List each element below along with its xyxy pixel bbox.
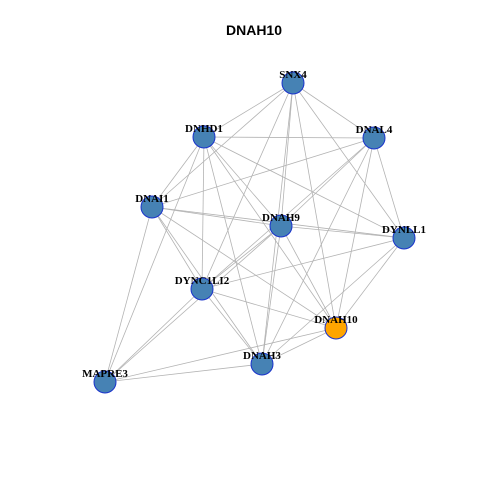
edge-dnal4-dync1li2 xyxy=(201,137,375,290)
node-dynll1[interactable]: DYNLL1 xyxy=(382,224,426,250)
node-label-snx4: SNX4 xyxy=(279,69,307,81)
edge-dnhd1-dynll1 xyxy=(203,136,405,239)
edge-dnhd1-dnah10 xyxy=(203,136,337,329)
edge-dynll1-dnah10 xyxy=(335,237,405,329)
node-circle-dnah9[interactable] xyxy=(269,214,293,238)
node-circle-dynll1[interactable] xyxy=(392,226,416,250)
edge-dnhd1-dnai1 xyxy=(151,136,205,208)
node-circle-dync1li2[interactable] xyxy=(190,277,214,301)
edge-dnhd1-dnah9 xyxy=(203,136,282,227)
edge-dnal4-dynll1 xyxy=(373,137,405,239)
node-label-mapre3: MAPRE3 xyxy=(82,368,128,380)
graph-title: DNAH10 xyxy=(226,22,282,38)
edge-dync1li2-dnah10 xyxy=(201,288,337,329)
node-dnhd1[interactable]: DNHD1 xyxy=(185,123,223,149)
node-dync1li2[interactable]: DYNC1LI2 xyxy=(175,275,230,301)
edges-layer xyxy=(104,82,405,383)
edge-snx4-dync1li2 xyxy=(201,82,294,290)
node-dnal4[interactable]: DNAL4 xyxy=(356,124,393,150)
node-circle-mapre3[interactable] xyxy=(93,370,117,394)
edge-dnah9-dync1li2 xyxy=(201,225,282,290)
edge-dnah3-mapre3 xyxy=(104,363,263,383)
node-dnah3[interactable]: DNAH3 xyxy=(243,350,281,376)
edge-dync1li2-dnah3 xyxy=(201,288,263,365)
node-label-dnal4: DNAL4 xyxy=(356,124,393,136)
node-label-dnai1: DNAI1 xyxy=(135,193,169,205)
edge-dnah10-dnah3 xyxy=(261,327,337,365)
node-circle-dnah10[interactable] xyxy=(324,316,348,340)
edge-dynll1-dnah3 xyxy=(261,237,405,365)
node-circle-dnai1[interactable] xyxy=(140,195,164,219)
node-circle-dnhd1[interactable] xyxy=(192,125,216,149)
node-dnah10[interactable]: DNAH10 xyxy=(314,314,358,340)
node-circle-dnah3[interactable] xyxy=(250,352,274,376)
edge-snx4-dnai1 xyxy=(151,82,294,208)
edge-dync1li2-mapre3 xyxy=(104,288,203,383)
node-label-dnah10: DNAH10 xyxy=(314,314,358,326)
edge-dnai1-mapre3 xyxy=(104,206,153,383)
edge-dnhd1-dnal4 xyxy=(203,136,375,139)
edge-dnal4-dnah3 xyxy=(261,137,375,365)
edge-snx4-dnal4 xyxy=(292,82,375,139)
node-label-dnah9: DNAH9 xyxy=(262,212,300,224)
node-label-dnhd1: DNHD1 xyxy=(185,123,223,135)
node-snx4[interactable]: SNX4 xyxy=(279,69,307,95)
edge-dnah10-mapre3 xyxy=(104,327,337,383)
edge-dnah9-dynll1 xyxy=(280,225,405,239)
edge-dnal4-dnai1 xyxy=(151,137,375,208)
node-label-dynll1: DYNLL1 xyxy=(382,224,426,236)
node-dnah9[interactable]: DNAH9 xyxy=(262,212,300,238)
edge-dnhd1-mapre3 xyxy=(104,136,205,383)
node-dnai1[interactable]: DNAI1 xyxy=(135,193,169,219)
edge-dnai1-dnah10 xyxy=(151,206,337,329)
node-label-dync1li2: DYNC1LI2 xyxy=(175,275,230,287)
node-circle-snx4[interactable] xyxy=(281,71,305,95)
edge-dnah9-dnah10 xyxy=(280,225,337,329)
node-circle-dnal4[interactable] xyxy=(362,126,386,150)
node-mapre3[interactable]: MAPRE3 xyxy=(82,368,128,394)
edge-snx4-dnhd1 xyxy=(203,82,294,138)
edge-dynll1-dync1li2 xyxy=(201,237,405,290)
edge-snx4-dnah10 xyxy=(292,82,337,329)
edge-dnhd1-dnah3 xyxy=(203,136,263,365)
node-label-dnah3: DNAH3 xyxy=(243,350,281,362)
edge-dnai1-dnah9 xyxy=(151,206,282,227)
edge-dnah9-mapre3 xyxy=(104,225,282,383)
edge-dnah9-dnah3 xyxy=(261,225,282,365)
edge-dnai1-dync1li2 xyxy=(151,206,203,290)
edge-dnal4-dnah9 xyxy=(280,137,375,227)
edge-snx4-dnah9 xyxy=(280,82,294,227)
